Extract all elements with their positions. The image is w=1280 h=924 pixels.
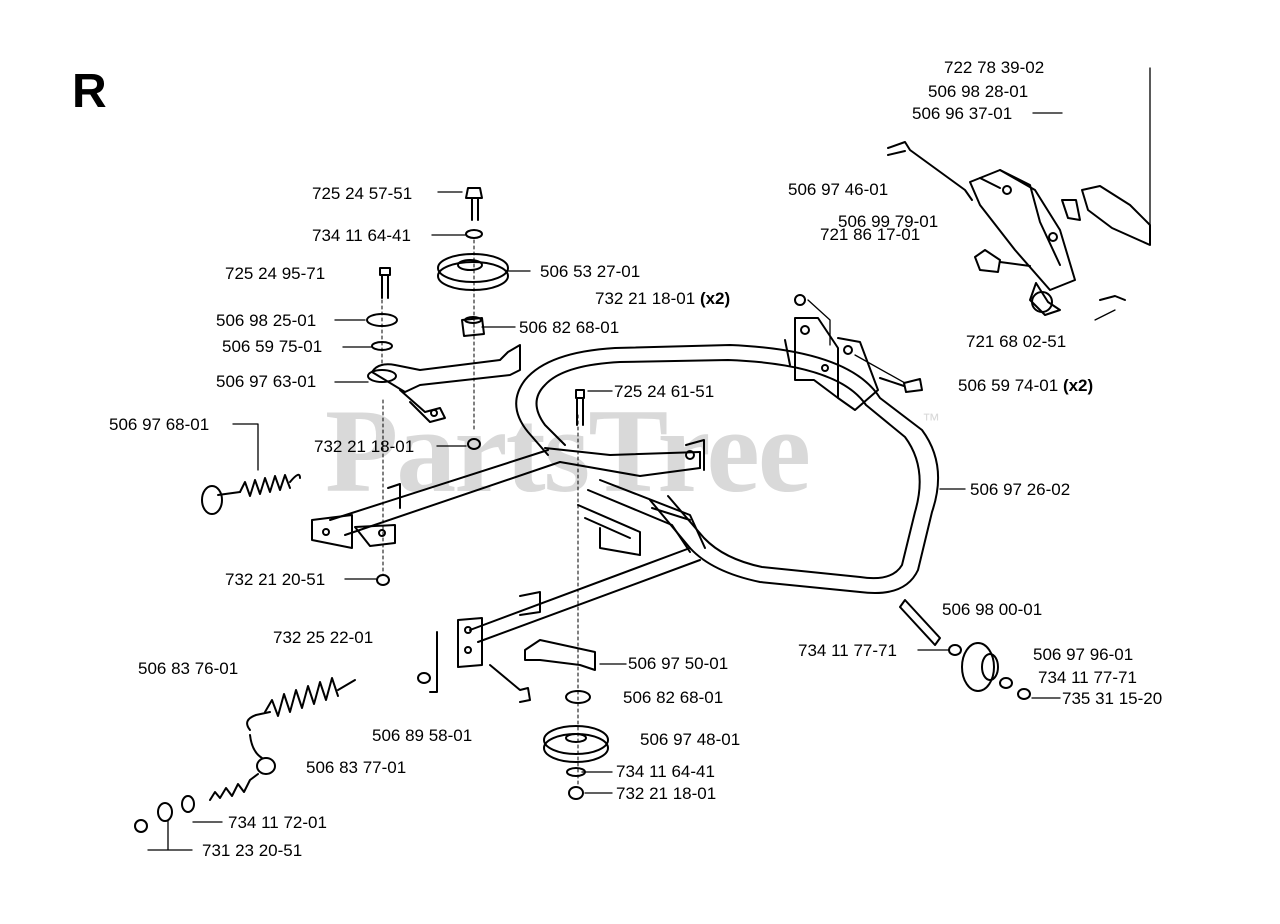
part-label: 732 21 18-01	[314, 437, 415, 456]
part-label: 506 59 75-01	[222, 337, 323, 356]
part-label: 721 86 17-01	[820, 225, 920, 245]
left-pulley-stack	[366, 187, 585, 586]
left-bracket	[311, 483, 401, 549]
part-label: 725 24 61-51	[614, 382, 715, 401]
part-label: 725 24 95-71	[225, 264, 326, 283]
quantity-badge: (x2)	[1062, 376, 1094, 395]
part-label: 506 97 50-01	[628, 654, 729, 673]
part-label: 725 24 57-51	[312, 184, 413, 203]
part-label: 735 31 15-20	[1062, 689, 1163, 708]
frame-loop	[515, 344, 940, 594]
part-label: 734 11 64-41	[312, 226, 411, 245]
part-label: 506 96 37-01	[912, 104, 1013, 123]
roller-assembly	[899, 599, 1031, 700]
part-label: 734 11 77-71	[1038, 668, 1137, 687]
part-label: 732 21 18-01 (x2)	[595, 289, 730, 309]
part-label: 731 23 20-51	[202, 841, 303, 860]
part-label: 506 97 26-02	[970, 480, 1071, 499]
spring-bottom-left	[134, 677, 356, 833]
leader-lines	[147, 67, 1151, 851]
watermark-trademark: ™	[922, 410, 940, 430]
part-label: 506 98 25-01	[216, 311, 317, 330]
tower-bracket	[784, 294, 923, 411]
frame-crossbars	[329, 447, 706, 643]
part-label: 506 83 77-01	[306, 758, 407, 777]
part-label: 506 97 46-01	[788, 180, 889, 199]
part-label: 506 97 48-01	[640, 730, 741, 749]
part-label: 506 59 74-01 (x2)	[958, 376, 1093, 396]
part-label: 506 99 79-01	[838, 212, 939, 231]
part-label: 506 97 63-01	[216, 372, 317, 391]
part-label: 506 97 96-01	[1033, 645, 1134, 664]
front-bracket	[457, 439, 705, 668]
part-label: 506 98 00-01	[942, 600, 1043, 619]
part-label-text: 732 21 18-01	[595, 289, 696, 308]
part-label: 734 11 64-41	[616, 762, 715, 781]
part-label: 506 97 68-01	[109, 415, 210, 434]
part-label: 732 21 18-01	[616, 784, 717, 803]
section-letter: R	[72, 65, 107, 118]
quantity-badge: (x2)	[699, 289, 731, 308]
part-label: 722 78 39-02	[944, 58, 1045, 77]
part-label: 506 82 68-01	[519, 318, 620, 337]
part-label: 506 53 27-01	[540, 262, 641, 281]
bottom-pulley-stack	[417, 414, 609, 800]
part-label: 734 11 77-71	[798, 641, 897, 660]
part-label: 721 68 02-51	[966, 332, 1067, 351]
spring-left	[201, 473, 301, 515]
part-label: 506 98 28-01	[928, 82, 1029, 101]
part-label: 734 11 72-01	[228, 813, 327, 832]
lever-assembly	[887, 141, 1151, 316]
part-label: 506 83 76-01	[138, 659, 239, 678]
part-label-text: 506 59 74-01	[958, 376, 1059, 395]
part-label: 732 25 22-01	[273, 628, 374, 647]
part-label-text: 721 86 17-01	[820, 225, 921, 244]
part-label: 506 82 68-01	[623, 688, 724, 707]
part-label: 732 21 20-51	[225, 570, 326, 589]
part-label: 506 89 58-01	[372, 726, 473, 745]
